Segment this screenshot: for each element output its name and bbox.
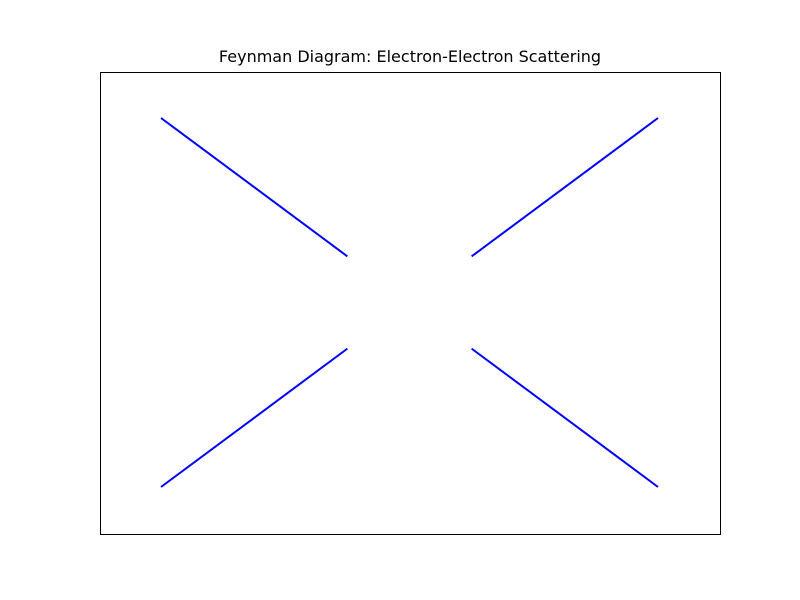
diagram-title: Feynman Diagram: Electron-Electron Scatt…: [218, 47, 602, 66]
incoming-electron-top-left: [160, 117, 348, 258]
diagram-lines: [160, 117, 659, 488]
outgoing-electron-top-right: [471, 117, 659, 258]
axes-frame: [100, 72, 721, 535]
incoming-electron-bottom-left: [160, 347, 348, 488]
outgoing-electron-bottom-right: [471, 347, 659, 488]
